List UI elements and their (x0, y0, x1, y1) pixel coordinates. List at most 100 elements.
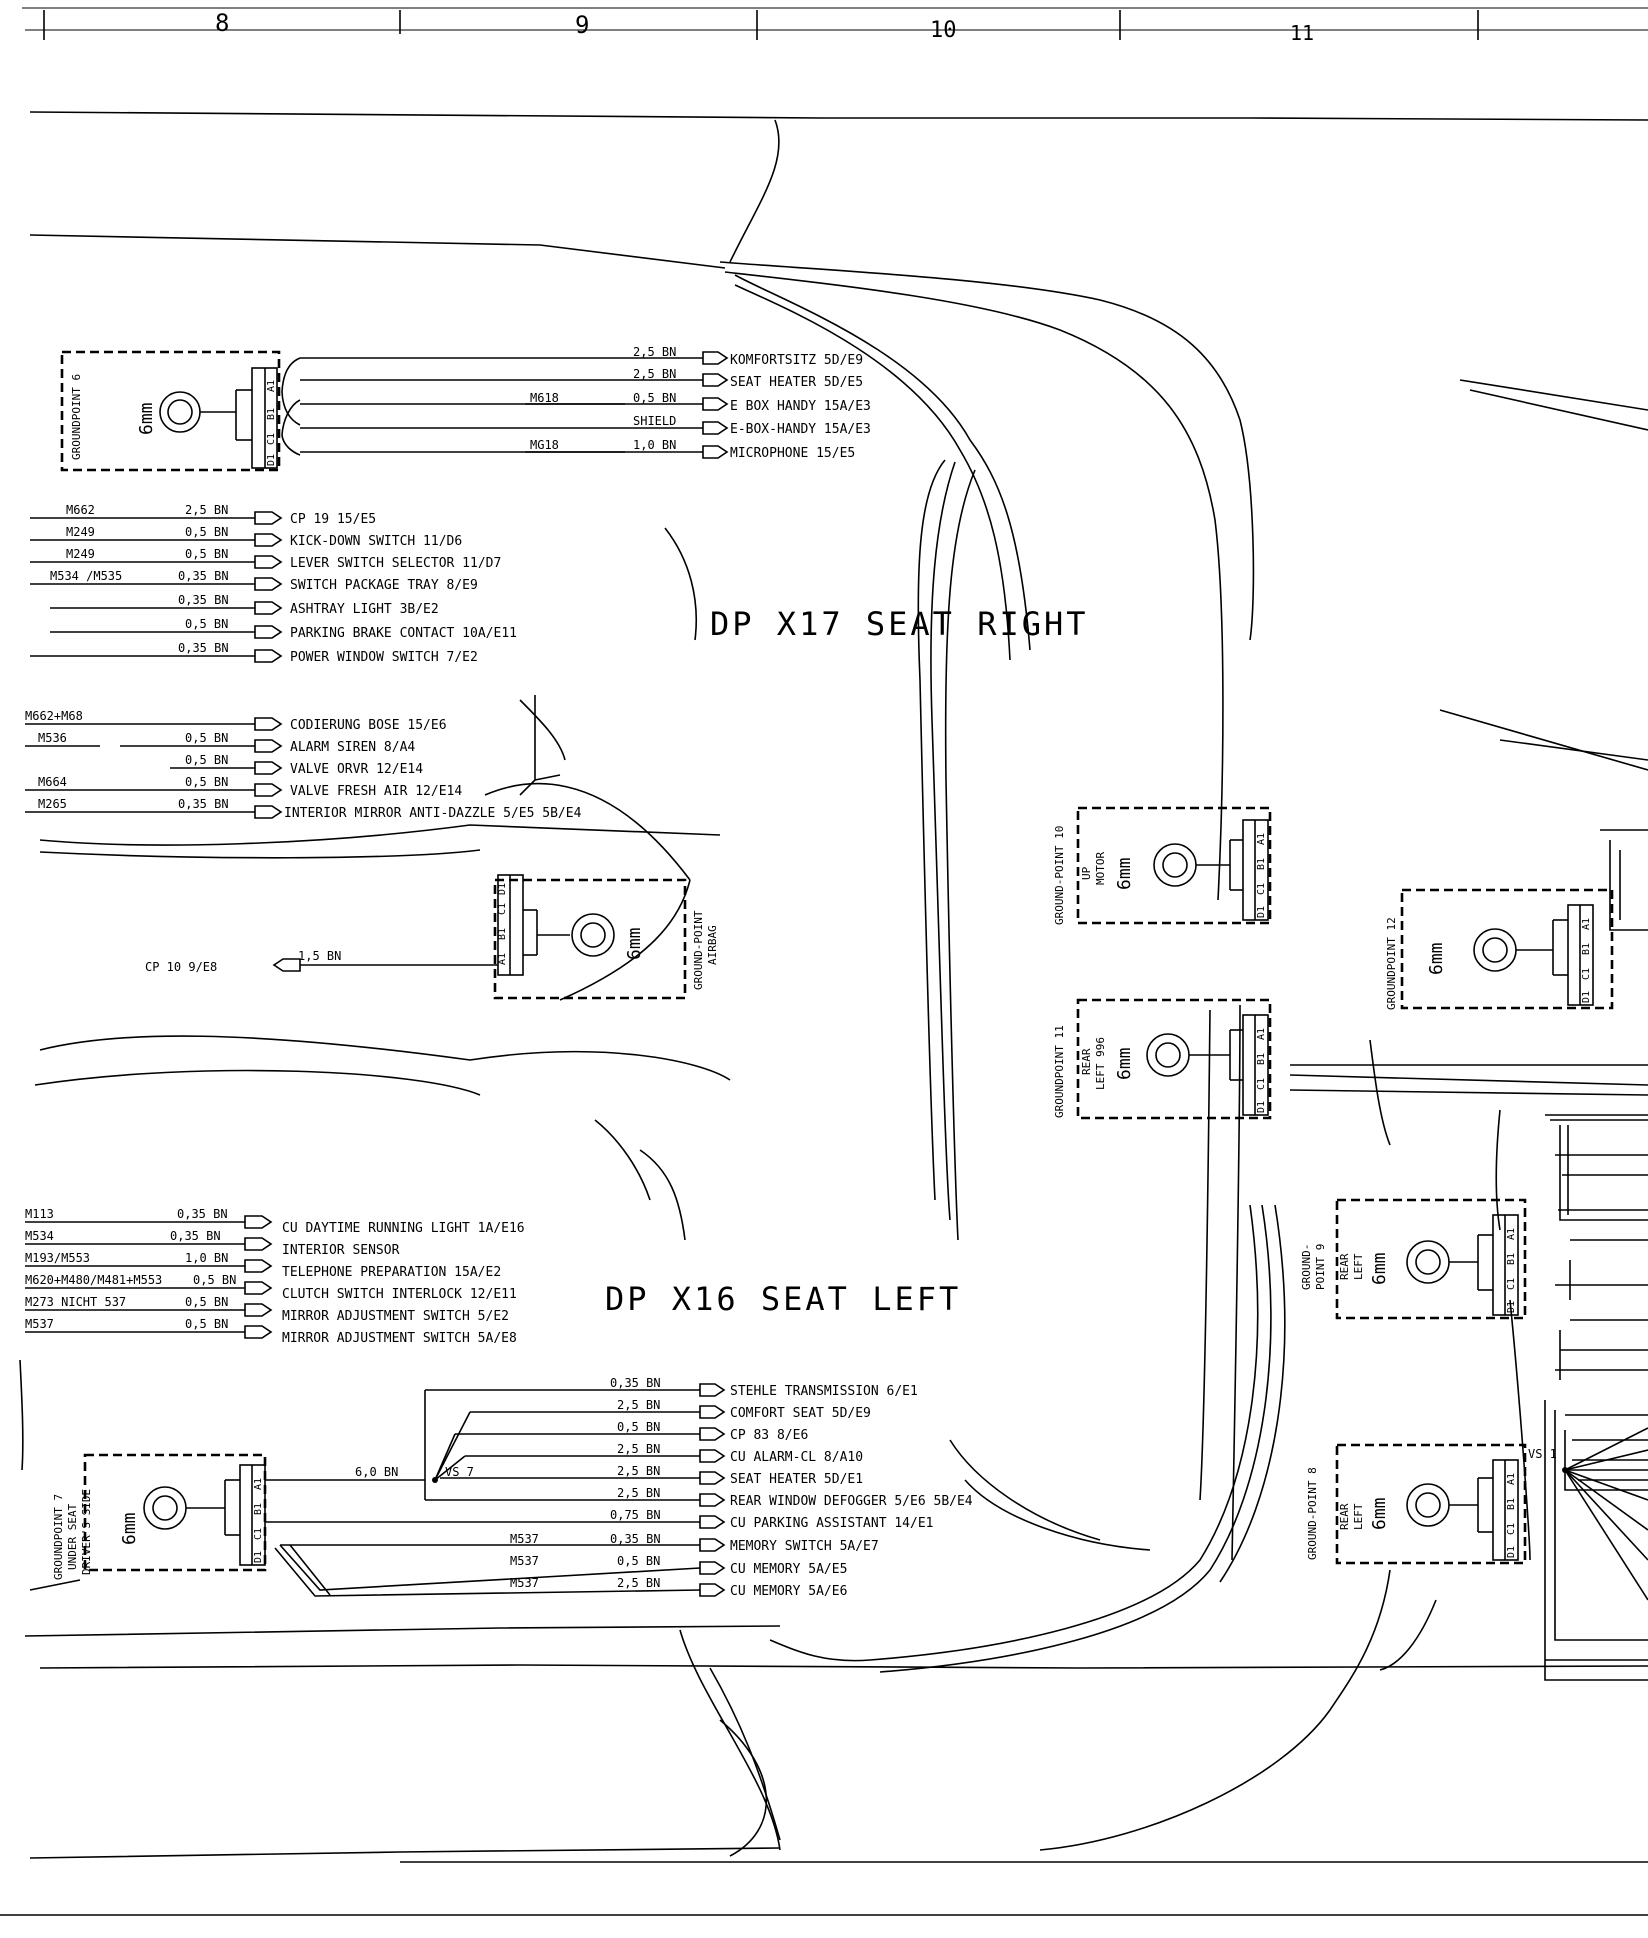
groundpoint-6: GROUNDPOINT 6 6mm A1 B1 C1 D1 (60, 350, 301, 472)
gp6-wire-1-dest: KOMFORTSITZ 5D/E9 (730, 353, 863, 368)
gp11-pin-b1: B1 (1256, 1053, 1267, 1065)
gp7-wire-9-code: M537 (510, 1554, 539, 1568)
gp12-pin-b1: B1 (1581, 943, 1592, 955)
gp6-wire-4-dest: E-BOX-HANDY 15A/E3 (730, 422, 871, 437)
gp7-wire-3-gauge: 0,5 BN (617, 1420, 660, 1434)
lg2-row-5-code: M265 (38, 797, 67, 811)
gp7-main-gauge: 6,0 BN (355, 1465, 398, 1479)
gp7-pin-a1: A1 (253, 1478, 264, 1490)
lg3-row-4-code: M620+M480/M481+M553 (25, 1273, 162, 1287)
lg2-row-3-gauge: 0,5 BN (185, 753, 228, 767)
lg1-row-5-dest: ASHTRAY LIGHT 3B/E2 (290, 602, 439, 617)
left-group-1: M662 M249 M249 M534 /M535 2,5 BN 0,5 BN … (30, 503, 517, 665)
vehicle-outline (0, 111, 1648, 1916)
gp9-pin-d1: D1 (1506, 1301, 1517, 1313)
gp9-title: GROUND- (1300, 1244, 1313, 1290)
lg1-row-3-dest: LEVER SWITCH SELECTOR 11/D7 (290, 556, 501, 571)
gp8-pin-a1: A1 (1506, 1473, 1517, 1485)
gp12-size: 6mm (1426, 942, 1447, 975)
gp6-wire-2-dest: SEAT HEATER 5D/E5 (730, 375, 863, 390)
airbag-pin-b1: B1 (497, 928, 508, 940)
airbag-wire-dest: CP 10 9/E8 (145, 960, 217, 974)
ruler-10: 10 (930, 18, 957, 43)
gp10-pin-d1: D1 (1256, 906, 1267, 918)
gp6-pin-a1: A1 (266, 380, 277, 392)
gp12-title: GROUNDPOINT 12 (1385, 917, 1398, 1010)
lg3-row-2-dest: INTERIOR SENSOR (282, 1243, 400, 1258)
groundpoint-9: GROUND- POINT 9 REAR LEFT 6mm A1 B1 C1 D… (1300, 1198, 1527, 1320)
gp6-pin-d1: D1 (266, 454, 277, 466)
lg1-row-2-gauge: 0,5 BN (185, 525, 228, 539)
groundpoint-airbag: D1 C1 B1 A1 6mm GROUND-POINT AIRBAG CP 1… (145, 874, 719, 1000)
airbag-title: GROUND-POINT (692, 910, 705, 990)
lg3-row-5-gauge: 0,5 BN (185, 1295, 228, 1309)
left-group-2: M662+M68 M536 M664 M265 0,5 BN 0,5 BN 0,… (25, 695, 582, 821)
gp6-wire-5-dest: MICROPHONE 15/E5 (730, 446, 855, 461)
gp7-title: GROUNDPOINT 7 (52, 1494, 65, 1580)
gp7-wire-7-dest: CU PARKING ASSISTANT 14/E1 (730, 1516, 934, 1531)
gp9-sub1: REAR (1338, 1253, 1351, 1280)
lg1-row-5-gauge: 0,35 BN (178, 593, 229, 607)
gp12-pin-d1: D1 (1581, 991, 1592, 1003)
lg3-row-1-code: M113 (25, 1207, 54, 1221)
lg3-row-4-gauge: 0,5 BN (193, 1273, 236, 1287)
gp8-pin-b1: B1 (1506, 1498, 1517, 1510)
gp7-sub1: UNDER SEAT (66, 1503, 79, 1570)
gp9-pin-b1: B1 (1506, 1253, 1517, 1265)
lg1-row-6-gauge: 0,5 BN (185, 617, 228, 631)
grid-ruler: 8 9 10 11 (22, 7, 1648, 45)
lg3-row-2-gauge: 0,35 BN (170, 1229, 221, 1243)
lg3-row-2-code: M534 (25, 1229, 54, 1243)
gp7-wire-3-dest: CP 83 8/E6 (730, 1428, 808, 1443)
gp8-sub1: REAR (1338, 1503, 1351, 1530)
gp11-title: GROUNDPOINT 11 (1053, 1025, 1066, 1118)
gp12-pin-a1: A1 (1581, 918, 1592, 930)
lg1-row-3-gauge: 0,5 BN (185, 547, 228, 561)
gp7-pin-c1: C1 (253, 1528, 264, 1540)
gp6-pin-c1: C1 (266, 433, 277, 445)
vs1-label: VS 1 (1528, 1447, 1557, 1461)
gp7-wire-6-gauge: 2,5 BN (617, 1486, 660, 1500)
gp6-wire-5-code: MG18 (530, 438, 559, 452)
gp6-wire-3-gauge: 0,5 BN (633, 391, 676, 405)
gp7-sub2: DRIVER'S SIDE (80, 1489, 93, 1575)
ruler-9: 9 (575, 11, 589, 39)
gp7-pin-d1: D1 (253, 1551, 264, 1563)
gp10-title: GROUND-POINT 10 (1053, 826, 1066, 925)
lg2-row-2-dest: ALARM SIREN 8/A4 (290, 740, 415, 755)
gp7-wire-9-gauge: 0,5 BN (617, 1554, 660, 1568)
gp11-sub2: LEFT 996 (1094, 1037, 1107, 1090)
lg2-row-2-code: M536 (38, 731, 67, 745)
gp6-wire-1-gauge: 2,5 BN (633, 345, 676, 359)
gp8-sub2: LEFT (1352, 1503, 1365, 1530)
lg3-row-6-gauge: 0,5 BN (185, 1317, 228, 1331)
gp7-wire-8-dest: MEMORY SWITCH 5A/E7 (730, 1539, 879, 1554)
lg2-row-1-dest: CODIERUNG BOSE 15/E6 (290, 718, 447, 733)
gp6-wire-4-gauge: SHIELD (633, 414, 676, 428)
lg2-row-4-gauge: 0,5 BN (185, 775, 228, 789)
groundpoint-10: GROUND-POINT 10 UP MOTOR 6mm A1 B1 C1 D1 (1053, 806, 1272, 925)
ruler-8: 8 (215, 9, 229, 37)
lg3-row-6-code: M537 (25, 1317, 54, 1331)
airbag-sub: AIRBAG (706, 925, 719, 965)
lg1-row-4-code: M534 /M535 (50, 569, 122, 583)
seat-left-label: DP X16 SEAT LEFT (605, 1280, 961, 1318)
groundpoint-7: GROUNDPOINT 7 UNDER SEAT DRIVER'S SIDE 6… (19, 1359, 701, 1597)
gp7-wire-6-dest: REAR WINDOW DEFOGGER 5/E6 5B/E4 (730, 1494, 973, 1509)
gp7-size: 6mm (119, 1512, 140, 1545)
gp6-wires: M618 MG18 2,5 BN 2,5 BN 0,5 BN SHIELD 1,… (300, 345, 871, 461)
gp6-wire-2-gauge: 2,5 BN (633, 367, 676, 381)
gp11-pin-c1: C1 (1256, 1078, 1267, 1090)
gp9-pin-c1: C1 (1506, 1278, 1517, 1290)
gp11-size: 6mm (1114, 1047, 1135, 1080)
gp7-wire-8-code: M537 (510, 1532, 539, 1546)
lg3-row-4-dest: CLUTCH SWITCH INTERLOCK 12/E11 (282, 1287, 517, 1302)
seat-right-label: DP X17 SEAT RIGHT (710, 605, 1089, 643)
lg2-row-5-gauge: 0,35 BN (178, 797, 229, 811)
gp6-title: GROUNDPOINT 6 (70, 374, 83, 460)
gp7-wire-8-gauge: 0,35 BN (610, 1532, 661, 1546)
gp7-wires: M537 M537 M537 0,35 BN 2,5 BN 0,5 BN 2,5… (510, 1376, 973, 1599)
lg1-row-4-dest: SWITCH PACKAGE TRAY 8/E9 (290, 578, 478, 593)
gp7-wire-10-dest: CU MEMORY 5A/E6 (730, 1584, 847, 1599)
gp10-size: 6mm (1114, 857, 1135, 890)
